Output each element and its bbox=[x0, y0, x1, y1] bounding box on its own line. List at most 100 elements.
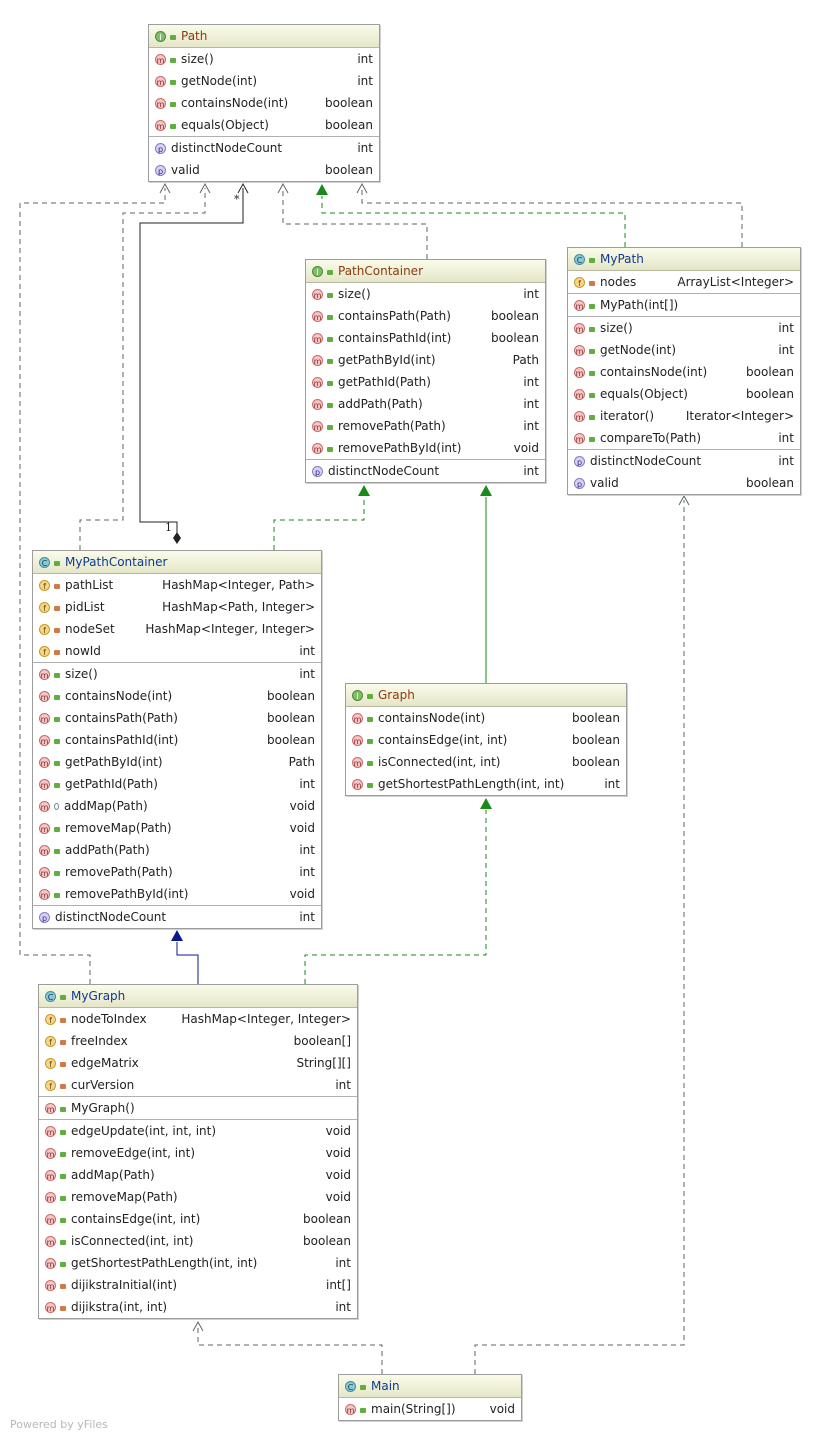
member-name: nodeToIndex bbox=[71, 1012, 147, 1026]
member-name: size() bbox=[338, 287, 371, 301]
public-visibility-icon bbox=[60, 1262, 66, 1267]
member-type: int bbox=[299, 910, 315, 924]
public-visibility-icon bbox=[60, 1152, 66, 1157]
public-visibility-icon bbox=[54, 561, 60, 566]
method-icon: m bbox=[312, 442, 323, 454]
method-icon: m bbox=[574, 432, 585, 444]
method-icon: m bbox=[45, 1169, 56, 1181]
interface-icon: I bbox=[312, 265, 323, 277]
member-type: boolean bbox=[325, 118, 373, 132]
method-icon: m bbox=[574, 322, 585, 334]
member-name: iterator() bbox=[600, 409, 655, 423]
edge-composition-path bbox=[139, 188, 244, 534]
member-name: containsNode(int) bbox=[65, 689, 173, 703]
member-type: void bbox=[489, 1402, 515, 1416]
method-icon: m bbox=[39, 778, 50, 790]
member-type: boolean bbox=[746, 365, 794, 379]
package-visibility-icon bbox=[54, 802, 59, 810]
member-type: boolean bbox=[325, 163, 373, 177]
class-name: PathContainer bbox=[338, 264, 424, 278]
triangle-mypath-path bbox=[316, 184, 328, 195]
member-type: Path bbox=[288, 755, 315, 769]
member-type: int bbox=[357, 52, 373, 66]
member-name: getPathById(int) bbox=[338, 353, 436, 367]
member-type: void bbox=[325, 1168, 351, 1182]
private-lock-icon bbox=[54, 650, 60, 655]
public-visibility-icon bbox=[367, 739, 373, 744]
member-name: containsPathId(int) bbox=[338, 331, 452, 345]
public-visibility-icon bbox=[327, 337, 333, 342]
member-name: dijikstraInitial(int) bbox=[71, 1278, 178, 1292]
member-type: int bbox=[604, 777, 620, 791]
